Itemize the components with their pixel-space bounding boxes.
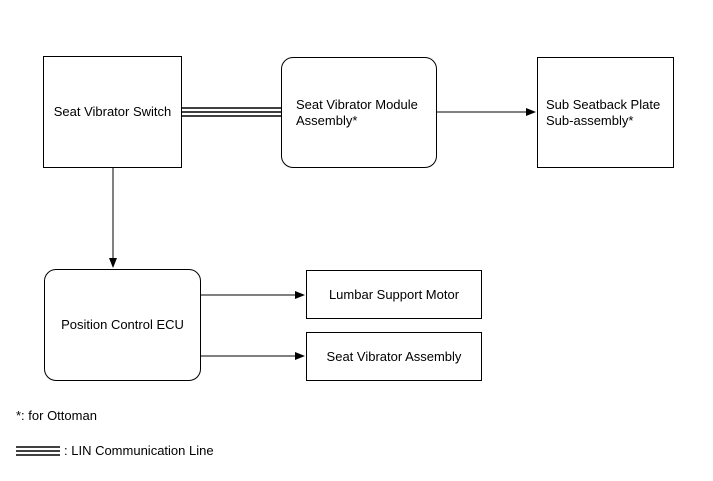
lumbar-support-motor-label: Lumbar Support Motor: [328, 286, 460, 302]
lin-legend-label: : LIN Communication Line: [64, 443, 214, 458]
seat-vibrator-switch-label: Seat Vibrator Switch: [53, 104, 172, 119]
lumbar-support-motor-box: Lumbar Support Motor: [306, 270, 482, 319]
sub-seatback-plate-label: Sub Seatback Plate Sub-assembly*: [546, 96, 661, 128]
seat-vibrator-assembly-label: Seat Vibrator Assembly: [326, 348, 462, 364]
seat-vibrator-switch-box: Seat Vibrator Switch: [43, 56, 182, 168]
lin-legend-symbol: [16, 446, 60, 456]
seat-vibrator-module-box: Seat Vibrator Module Assembly*: [281, 57, 437, 168]
lin-line-switch-to-module: [182, 107, 281, 117]
position-control-ecu-box: Position Control ECU: [44, 269, 201, 381]
position-control-ecu-label: Position Control ECU: [61, 317, 184, 332]
seat-vibrator-assembly-box: Seat Vibrator Assembly: [306, 332, 482, 381]
seat-vibrator-module-label: Seat Vibrator Module Assembly*: [296, 96, 418, 128]
sub-seatback-plate-box: Sub Seatback Plate Sub-assembly*: [537, 57, 674, 168]
ottoman-footnote: *: for Ottoman: [16, 408, 97, 423]
